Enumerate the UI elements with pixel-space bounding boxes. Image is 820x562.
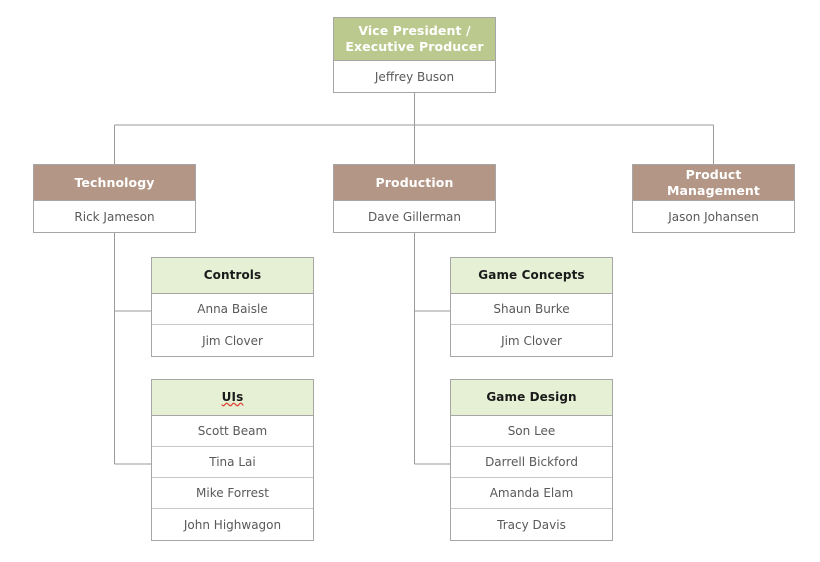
org-node-member[interactable]: Jeffrey Buson bbox=[334, 61, 495, 92]
org-node-member[interactable]: Shaun Burke bbox=[451, 294, 612, 325]
org-node-member[interactable]: Rick Jameson bbox=[34, 201, 195, 232]
org-node-member[interactable]: Scott Beam bbox=[152, 416, 313, 447]
org-node-title-product-management: Product Management bbox=[633, 165, 794, 201]
org-node-title-controls: Controls bbox=[152, 258, 313, 294]
spellcheck-underlined-text: UIs bbox=[221, 390, 244, 404]
org-node-member[interactable]: Anna Baisle bbox=[152, 294, 313, 325]
org-node-member[interactable]: Tina Lai bbox=[152, 447, 313, 478]
org-node-title-vp: Vice President / Executive Producer bbox=[334, 18, 495, 61]
org-node-member[interactable]: Dave Gillerman bbox=[334, 201, 495, 232]
org-node-title-technology: Technology bbox=[34, 165, 195, 201]
org-node-member[interactable]: Jim Clover bbox=[451, 325, 612, 356]
org-node-member[interactable]: Son Lee bbox=[451, 416, 612, 447]
org-node-title-game-concepts: Game Concepts bbox=[451, 258, 612, 294]
org-node-member[interactable]: Tracy Davis bbox=[451, 509, 612, 540]
org-node-member[interactable]: Jason Johansen bbox=[633, 201, 794, 232]
org-node-member[interactable]: Jim Clover bbox=[152, 325, 313, 356]
org-node-title-production: Production bbox=[334, 165, 495, 201]
org-node-member[interactable]: John Highwagon bbox=[152, 509, 313, 540]
org-node-title-uis: UIs bbox=[152, 380, 313, 416]
org-node-title-game-design: Game Design bbox=[451, 380, 612, 416]
org-node-member[interactable]: Mike Forrest bbox=[152, 478, 313, 509]
org-node-member[interactable]: Amanda Elam bbox=[451, 478, 612, 509]
org-node-member[interactable]: Darrell Bickford bbox=[451, 447, 612, 478]
